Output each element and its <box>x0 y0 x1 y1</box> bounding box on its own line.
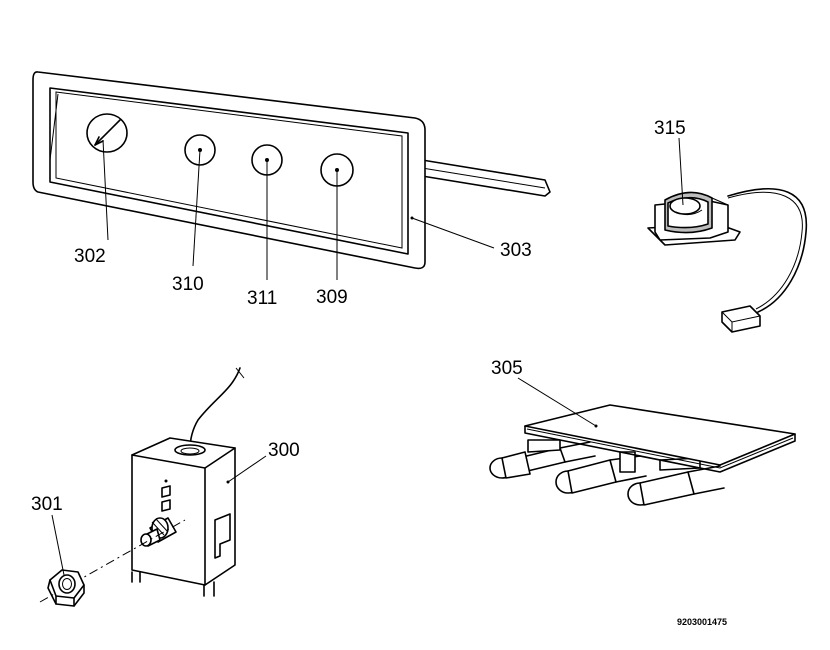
label-310: 310 <box>172 274 204 295</box>
leader-315 <box>678 137 684 206</box>
label-315: 315 <box>654 118 686 139</box>
transformer <box>647 188 808 333</box>
leader-310 <box>192 149 201 267</box>
label-311: 311 <box>247 288 277 309</box>
label-309: 309 <box>316 287 348 308</box>
control-panel <box>32 71 551 270</box>
leader-302 <box>102 139 109 241</box>
label-305: 305 <box>491 358 523 379</box>
heater-assembly <box>489 404 796 506</box>
leader-303 <box>411 217 495 249</box>
leader-305 <box>517 377 597 427</box>
label-302: 302 <box>74 246 106 267</box>
leader-301 <box>51 514 65 576</box>
reference-number: 9203001475 <box>677 617 727 627</box>
leader-300 <box>227 455 267 483</box>
label-303: 303 <box>500 240 532 261</box>
label-300: 300 <box>268 440 300 461</box>
knob-302 <box>86 113 128 153</box>
hex-nut <box>47 569 85 607</box>
thermostat-block <box>131 367 245 597</box>
label-301: 301 <box>31 494 63 515</box>
